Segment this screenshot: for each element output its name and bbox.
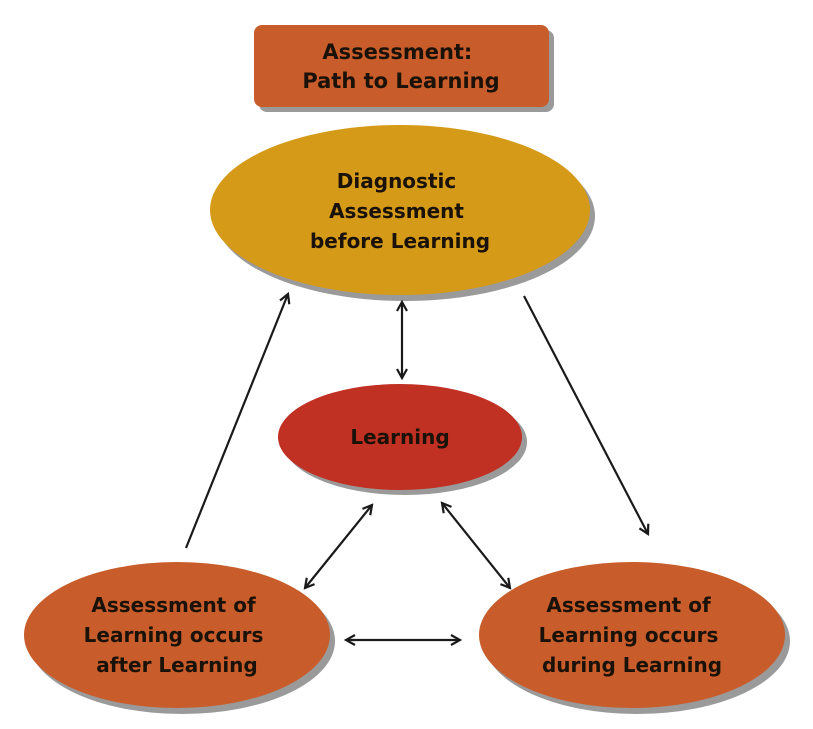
after-line-1: Assessment of [91,593,256,617]
diagnostic-line-3: before Learning [310,229,490,253]
after-learning-node-text: Assessment of Learning occurs after Lear… [84,593,271,677]
diagnostic-line-1: Diagnostic [337,169,456,193]
title-text: Assessment: Path to Learning [302,40,499,93]
title-box-bg [254,25,549,107]
arrow-learning-during [442,503,510,588]
during-line-3: during Learning [542,653,722,677]
during-learning-node: Assessment of Learning occurs during Lea… [479,562,790,714]
after-learning-node: Assessment of Learning occurs after Lear… [24,562,335,714]
diagnostic-node-text: Diagnostic Assessment before Learning [310,169,490,253]
diagnostic-node: Diagnostic Assessment before Learning [210,125,595,301]
learning-line-1: Learning [350,425,449,449]
arrows [184,294,648,640]
during-line-2: Learning occurs [539,623,719,647]
learning-node-bg [278,384,522,490]
learning-node-text: Learning [350,425,449,449]
title-line-1: Assessment: [322,40,472,64]
learning-node: Learning [278,384,527,495]
arrow-after-to-diagnostic [184,294,288,549]
after-line-3: after Learning [96,653,257,677]
arrow-learning-after [305,505,372,588]
during-learning-node-bg [479,562,785,708]
diagnostic-line-2: Assessment [329,199,464,223]
arrow-diagnostic-to-during [523,295,648,534]
title-box: Assessment: Path to Learning [254,25,554,112]
after-line-2: Learning occurs [84,623,264,647]
after-learning-node-bg [24,562,330,708]
during-line-1: Assessment of [546,593,711,617]
diagnostic-node-bg [210,125,590,295]
during-learning-node-text: Assessment of Learning occurs during Lea… [539,593,726,677]
title-line-2: Path to Learning [302,69,499,93]
